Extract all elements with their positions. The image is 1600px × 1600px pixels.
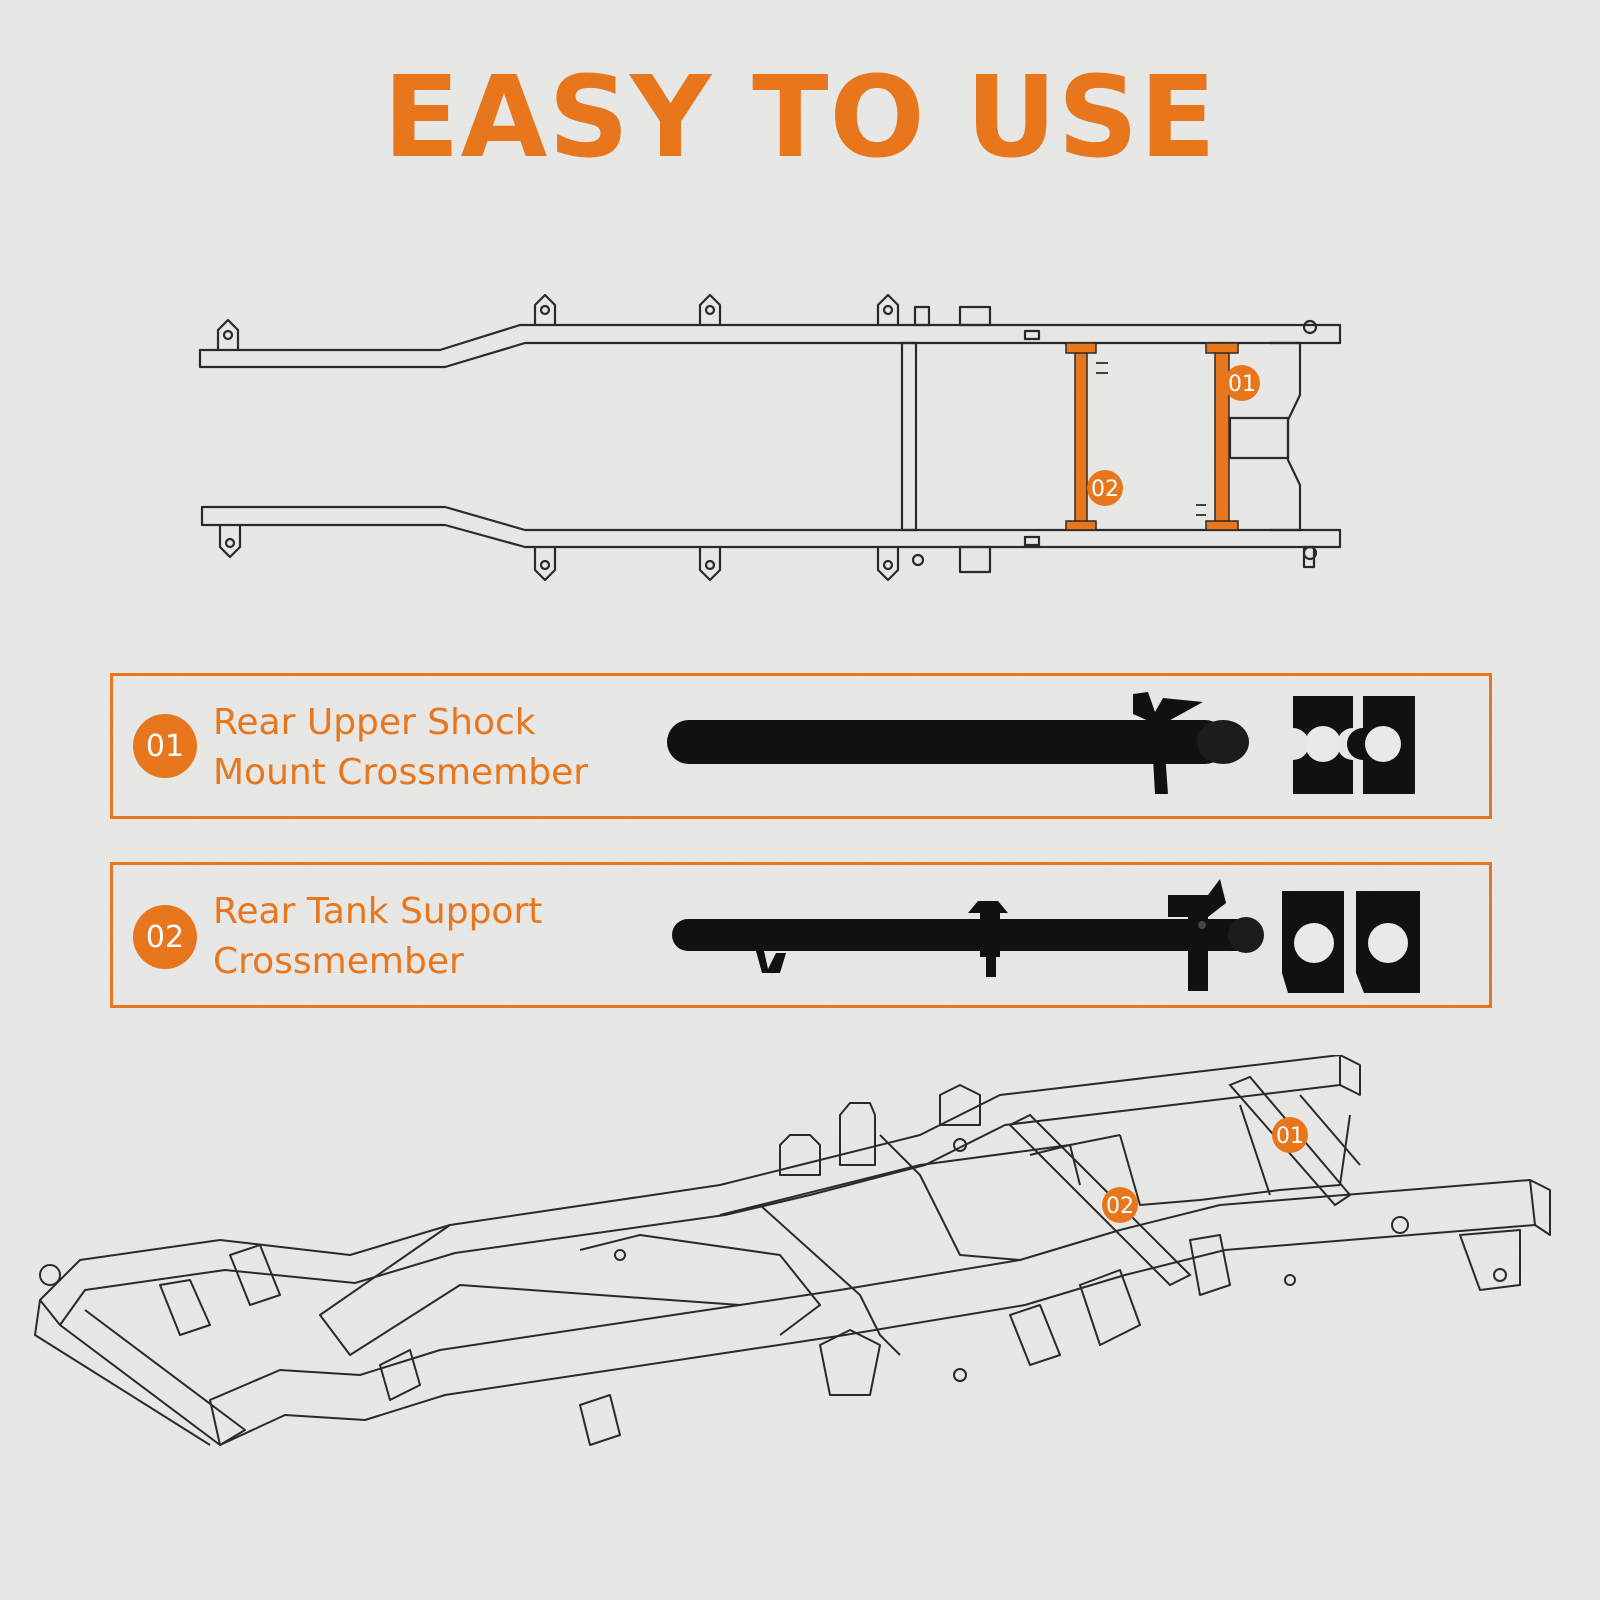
svg-text:02: 02 [1091,477,1119,502]
page-title: EASY TO USE [383,53,1217,183]
svg-text:01: 01 [1276,1124,1304,1149]
frame-isometric-diagram: 01 02 [34,1055,1551,1446]
part-label: Rear Upper Shock Mount Crossmember [213,698,588,798]
shock-mount-crossmember-image [667,692,1415,794]
frame-top-view-diagram: 01 02 [198,293,1342,582]
part-label-line: Rear Upper Shock [213,702,536,743]
part-label-line: Rear Tank Support [213,891,543,932]
svg-text:02: 02 [1106,1194,1134,1219]
part-card-02: 02 Rear Tank Support Crossmember [110,862,1492,1008]
callout-02-iso: 02 [1102,1187,1138,1223]
part-label-line: Crossmember [213,941,464,982]
crossmember-01-tube [1228,1075,1352,1207]
part-number-badge: 01 [133,714,197,778]
crossmember-02-tube [1008,1113,1192,1287]
part-card-01: 01 Rear Upper Shock Mount Crossmember [110,673,1492,819]
callout-01-iso: 01 [1272,1117,1308,1153]
svg-text:01: 01 [1228,372,1256,397]
part-number-badge: 02 [133,905,197,969]
tank-support-crossmember-image [672,879,1420,993]
crossmember-02-highlight [1074,342,1088,531]
callout-02-top: 02 [1087,470,1123,506]
part-label-line: Mount Crossmember [213,752,589,793]
part-label: Rear Tank Support Crossmember [213,887,542,987]
callout-01-top: 01 [1224,365,1260,401]
crossmember-01-highlight [1214,342,1230,531]
